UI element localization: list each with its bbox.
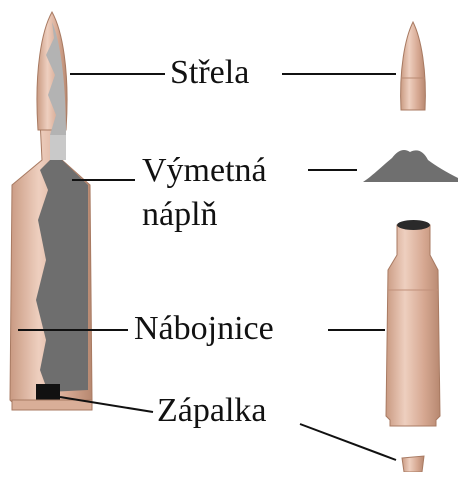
label-primer: Zápalka (157, 394, 267, 428)
leader-primer-right (300, 424, 396, 460)
bullet-component (401, 22, 426, 110)
label-bullet: Střela (170, 56, 249, 90)
label-propellant-line1: Výmetná (142, 154, 267, 188)
cutaway-cartridge (10, 12, 92, 410)
primer-cutaway (36, 384, 60, 402)
label-case: Nábojnice (134, 312, 274, 346)
neck-cutaway (50, 135, 66, 160)
label-propellant-line2: náplň (142, 198, 218, 232)
case-rim (12, 400, 92, 410)
primer-component (402, 456, 424, 472)
case-component (386, 220, 440, 426)
propellant-pile (363, 150, 458, 182)
